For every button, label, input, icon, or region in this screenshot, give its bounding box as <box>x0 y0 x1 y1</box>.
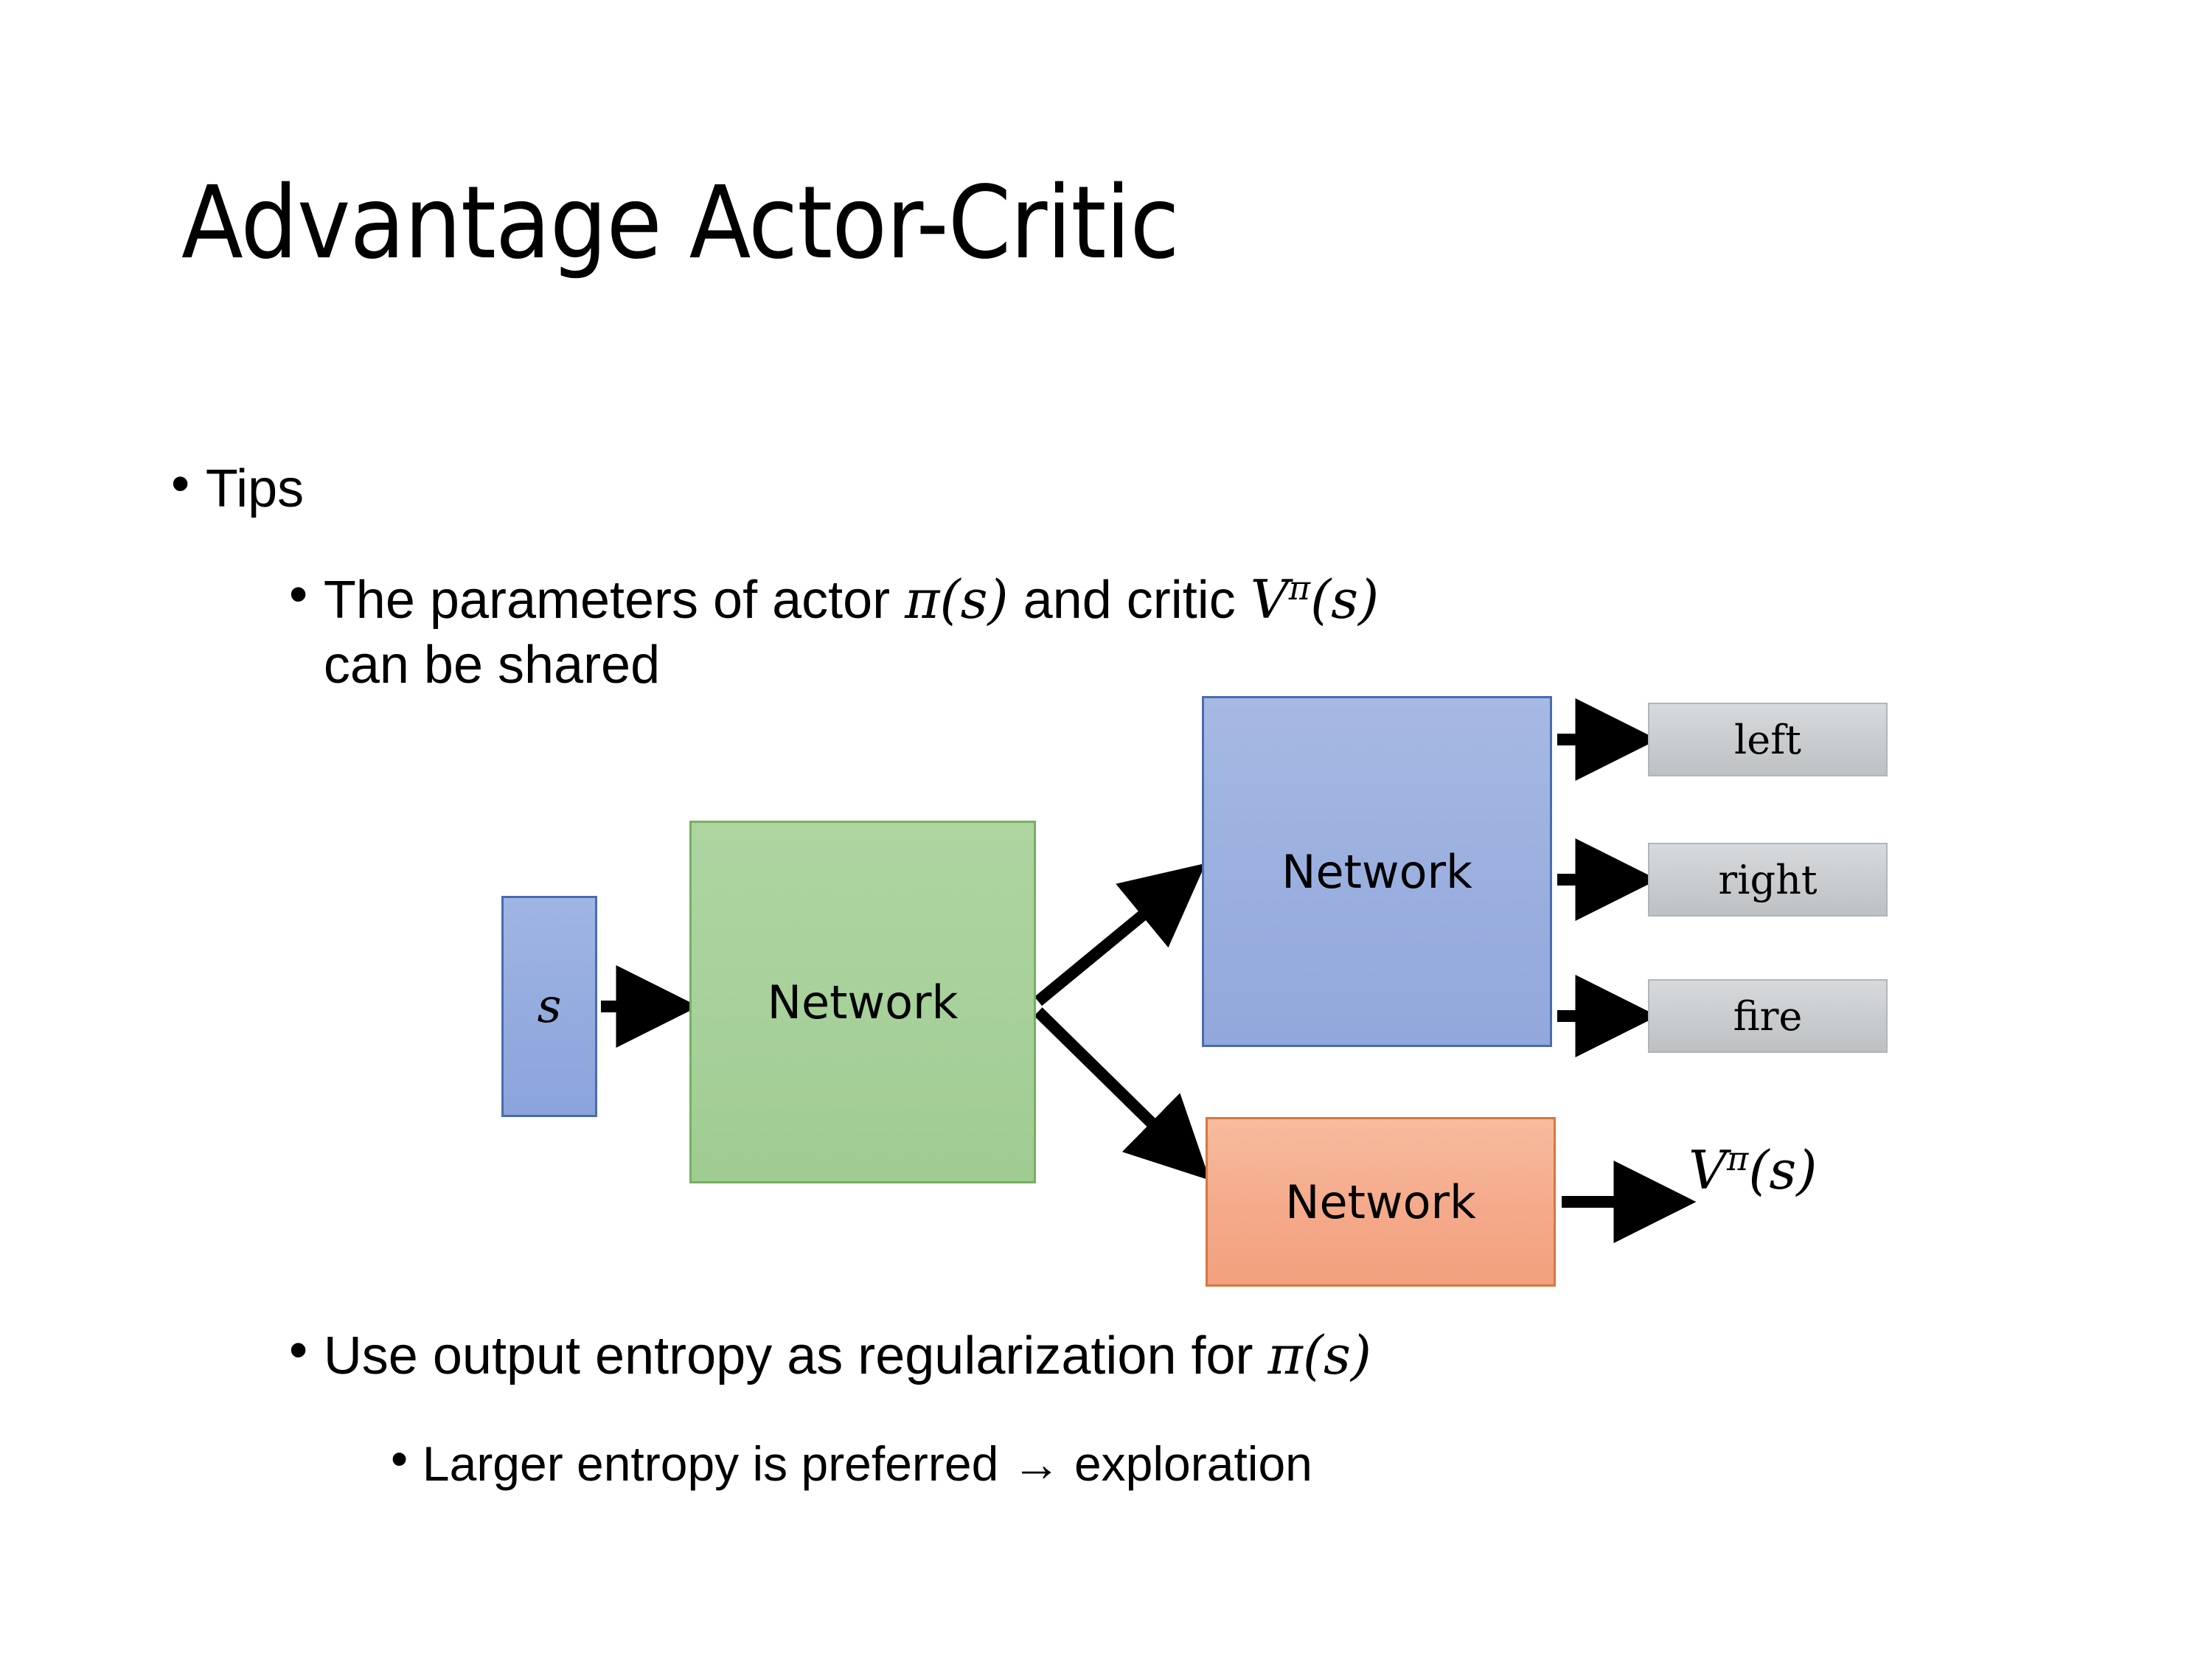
bullet-marker-icon: • <box>171 454 190 513</box>
diagram-arrows <box>601 698 1697 1243</box>
bullet-marker-icon: • <box>391 1431 408 1486</box>
text-segment-before: The parameters of actor <box>323 571 905 630</box>
bullet-tips-label: Tips <box>205 459 305 518</box>
math-pi-of-s: π(s) <box>905 568 1009 630</box>
node-state: s <box>501 896 597 1117</box>
edge-shared-net-to-actor-net <box>1034 863 1206 1006</box>
math-pi-of-s: π(s) <box>1267 1324 1371 1386</box>
node-action-right: right <box>1648 843 1888 917</box>
bullet-shared-parameters: • The parameters of actor π(s) and criti… <box>289 568 2000 698</box>
value-argument: (s) <box>1748 1139 1818 1201</box>
bullet-larger-entropy-label: Larger entropy is preferred → exploratio… <box>422 1436 1312 1491</box>
node-action-right-label: right <box>1718 856 1818 903</box>
text-segment-before: Use output entropy as regularization for <box>323 1326 1268 1385</box>
bullet-entropy-regularization: • Use output entropy as regularization f… <box>289 1324 2059 1389</box>
math-v-base: V <box>1250 568 1289 630</box>
text-segment-after: can be shared <box>323 635 661 695</box>
bullet-entropy-regularization-label: Use output entropy as regularization for… <box>324 1324 2059 1389</box>
value-pi-superscript: π <box>1727 1140 1749 1178</box>
value-base: V <box>1688 1139 1727 1201</box>
node-critic-network: Network <box>1206 1117 1556 1287</box>
node-actor-network-label: Network <box>1281 844 1472 899</box>
node-actor-network: Network <box>1202 696 1552 1047</box>
actor-critic-diagram: s Network Network Network left right fir… <box>0 649 2212 1327</box>
node-action-left: left <box>1648 703 1888 776</box>
node-shared-network-label: Network <box>767 975 959 1029</box>
node-shared-network: Network <box>689 821 1036 1183</box>
bullet-tips: • Tips <box>171 457 835 522</box>
bullet-larger-entropy: • Larger entropy is preferred → explorat… <box>391 1434 2087 1494</box>
edge-shared-net-to-critic-net <box>1034 1007 1210 1180</box>
value-function-output: Vπ(s) <box>1688 1139 1817 1201</box>
bullet-marker-icon: • <box>289 1321 308 1380</box>
node-action-left-label: left <box>1734 716 1801 763</box>
math-pi-superscript: π <box>1288 569 1311 608</box>
bullet-shared-parameters-label: The parameters of actor π(s) and critic … <box>324 568 2000 698</box>
bullet-marker-icon: • <box>289 565 308 624</box>
node-critic-network-label: Network <box>1285 1175 1476 1229</box>
math-v-argument: (s) <box>1310 568 1380 630</box>
node-action-fire: fire <box>1648 979 1888 1053</box>
text-segment-middle: and critic <box>1008 571 1251 630</box>
node-action-fire-label: fire <box>1733 992 1803 1040</box>
math-v-pi-of-s: Vπ(s) <box>1251 568 1379 630</box>
page-title: Advantage Actor-Critic <box>181 165 1180 282</box>
node-state-label: s <box>537 979 562 1034</box>
